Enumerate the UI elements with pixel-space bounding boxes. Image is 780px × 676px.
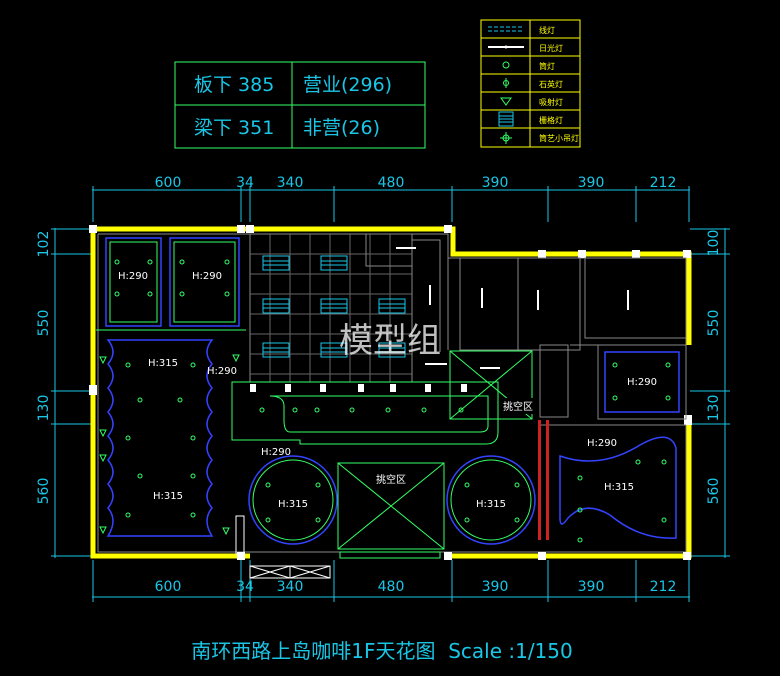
legend-table: 线灯 日光灯 筒灯 石英灯 吸射灯 栅格灯 筒艺小吊灯 (480, 19, 581, 148)
dimension-right (690, 228, 730, 558)
summary-r1c2: 营业(296) (303, 74, 392, 96)
dim-top-1: 34 (236, 175, 254, 191)
legend-label-1: 日光灯 (539, 43, 563, 53)
legend-label-6: 筒艺小吊灯 (539, 133, 579, 143)
downlight-icon (502, 61, 510, 69)
grid-ceiling (249, 233, 413, 383)
room-label-h290-rb: H:290 (587, 438, 617, 449)
room-long-table: H:315 H:315 H:290 (99, 339, 240, 537)
summary-table: 板下 385 营业(296) 梁下 351 非营(26) (174, 61, 426, 149)
legend-label-0: 线灯 (539, 25, 555, 35)
dim-top-6: 212 (650, 175, 677, 191)
dim-bottom-2: 340 (277, 579, 304, 595)
dim-left-3: 560 (36, 478, 52, 505)
dimension-left (51, 228, 95, 558)
room-label-h290-b: H:290 (192, 271, 222, 282)
room-label-h290-right: H:290 (627, 377, 657, 388)
legend-label-5: 栅格灯 (539, 115, 563, 125)
dim-top-5: 390 (578, 175, 605, 191)
legend-label-2: 筒灯 (539, 61, 555, 71)
room-label-h290-a: H:290 (118, 271, 148, 282)
room-right-wavy: H:290 H:315 (559, 436, 677, 543)
room-topleft-b: H:290 (169, 237, 240, 327)
dim-left-0: 102 (36, 231, 52, 258)
dim-bottom-4: 390 (482, 579, 509, 595)
dim-left-2: 130 (36, 395, 52, 422)
dim-top-3: 480 (378, 175, 405, 191)
dim-bottom-0: 600 (155, 579, 182, 595)
room-topleft-a: H:290 (105, 237, 162, 327)
void-area-small: 挑空区 (449, 350, 538, 420)
room-label-h315-right: H:315 (604, 482, 634, 493)
dim-bottom-1: 34 (236, 579, 254, 595)
quartz-light-icon (503, 78, 509, 88)
dim-right-2: 130 (706, 395, 722, 422)
dim-bottom-3: 480 (378, 579, 405, 595)
drawing-title: 南环西路上岛咖啡1F天花图 Scale :1/150 (191, 639, 572, 663)
dim-top-0: 600 (155, 175, 182, 191)
room-label-h315-long: H:315 (148, 358, 178, 369)
void-label-small: 挑空区 (503, 400, 533, 413)
dimension-bottom (92, 560, 690, 602)
fluorescent-light-icon (488, 45, 524, 49)
summary-r2c2: 非营(26) (303, 117, 380, 139)
dim-bottom-5: 390 (578, 579, 605, 595)
dim-right-1: 550 (706, 310, 722, 337)
pendant-light-icon (500, 132, 512, 144)
dim-bottom-6: 212 (650, 579, 677, 595)
room-label-h315-circle2: H:315 (476, 499, 506, 510)
legend-label-4: 吸射灯 (539, 97, 563, 107)
outer-walls (90, 226, 692, 559)
watermark-text: 模型组 (339, 321, 441, 361)
void-area-center: 挑空区 (337, 462, 445, 550)
summary-r1c1: 板下 385 (194, 74, 274, 96)
room-label-h290-side: H:290 (207, 366, 237, 377)
room-label-h315-long2: H:315 (153, 491, 183, 502)
room-circle-right: H:315 (446, 455, 536, 545)
room-right-upper: H:290 (597, 344, 687, 420)
spot-light-icon (500, 97, 512, 106)
room-label-h290-bar: H:290 (261, 447, 291, 458)
summary-r2c1: 梁下 351 (194, 117, 274, 139)
dim-left-1: 550 (36, 310, 52, 337)
line-light-icon (488, 26, 524, 32)
void-label-center: 挑空区 (376, 473, 406, 486)
bar-counter: H:290 (231, 381, 499, 458)
legend-label-3: 石英灯 (539, 79, 563, 89)
room-label-h315-circle1: H:315 (278, 499, 308, 510)
room-circle-left: H:315 (248, 455, 338, 545)
dim-top-4: 390 (482, 175, 509, 191)
dim-right-0: 100 (706, 230, 722, 257)
dim-right-3: 560 (706, 478, 722, 505)
dim-top-2: 340 (277, 175, 304, 191)
dimension-top (92, 186, 690, 222)
grille-light-icon (498, 111, 514, 127)
